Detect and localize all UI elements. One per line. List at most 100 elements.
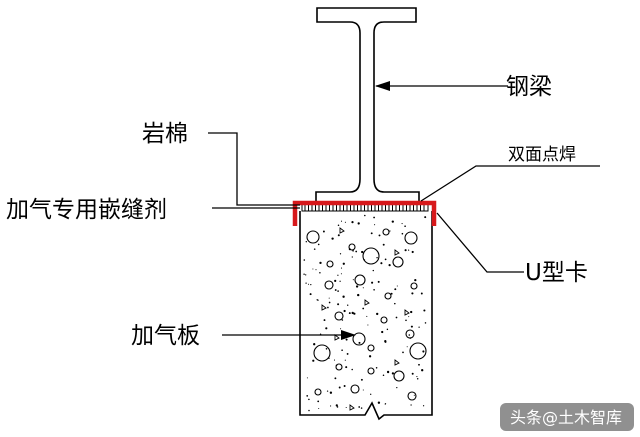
panel-aggregate <box>334 334 340 341</box>
arrow-steel-beam <box>375 81 390 91</box>
panel-speck <box>405 319 407 322</box>
label-steel-beam: 钢梁 <box>506 74 552 100</box>
panel-aggregate <box>349 404 355 411</box>
panel-speck <box>351 221 354 224</box>
panel-speck <box>388 264 391 267</box>
panel-speck <box>355 285 359 288</box>
panel-speck <box>318 407 320 410</box>
panel-speck <box>410 310 413 314</box>
panel-speck <box>408 316 410 318</box>
panel-speck <box>319 261 322 265</box>
panel-speck <box>366 315 368 317</box>
panel-speck <box>382 374 385 376</box>
panel-speck <box>404 249 407 252</box>
panel-speck <box>328 297 330 299</box>
panel-speck <box>389 230 391 232</box>
panel-pore <box>380 316 388 324</box>
panel-speck <box>422 405 425 407</box>
panel-speck <box>308 398 310 401</box>
watermark: 头条@土木智库 <box>500 403 634 431</box>
arrow-aerated-panel <box>341 330 356 340</box>
panel-speck <box>370 232 373 235</box>
panel-speck <box>326 390 329 392</box>
panel-speck <box>339 280 341 282</box>
panel-speck <box>401 232 404 235</box>
panel-speck <box>342 262 345 265</box>
panel-speck <box>337 274 339 276</box>
steel-beam-outline <box>315 7 420 205</box>
panel-speck <box>303 273 305 275</box>
panel-speck <box>380 262 383 265</box>
panel-speck <box>345 406 347 409</box>
panel-speck <box>357 222 360 225</box>
panel-speck <box>408 249 410 251</box>
panel-speck <box>420 292 423 295</box>
panel-speck <box>352 249 354 252</box>
panel-speck <box>364 214 366 217</box>
panel-speck <box>342 295 345 298</box>
panel-speck <box>416 376 418 378</box>
panel-speck <box>374 224 376 226</box>
panel-pore <box>392 256 404 268</box>
panel-pore <box>382 228 390 236</box>
panel-speck <box>340 273 342 275</box>
panel-speck <box>368 355 372 358</box>
panel-speck <box>312 268 314 270</box>
panel-speck <box>347 304 349 306</box>
panel-pore <box>393 370 405 382</box>
label-double-spot-weld: 双面点焊 <box>508 145 576 165</box>
panel-speck <box>339 253 342 255</box>
panel-speck <box>336 406 339 408</box>
leader-double-spot-weld <box>420 165 600 202</box>
panel-aggregate <box>339 227 345 234</box>
panel-speck <box>358 341 361 344</box>
panel-speck <box>341 349 343 351</box>
panel-speck <box>348 248 351 251</box>
panel-speck <box>351 311 354 315</box>
panel-speck <box>362 287 364 289</box>
panel-aggregate <box>394 359 400 366</box>
panel-speck <box>317 243 320 246</box>
panel-speck <box>334 289 337 291</box>
panel-speck <box>371 281 374 284</box>
panel-speck <box>337 303 340 306</box>
panel-speck <box>341 319 344 321</box>
panel-speck <box>360 378 363 381</box>
panel-speck <box>351 256 353 258</box>
panel-speck <box>378 234 381 237</box>
panel-speck <box>372 269 374 272</box>
panel-speck <box>340 220 343 222</box>
panel-speck <box>411 292 414 295</box>
panel-texture <box>303 214 427 412</box>
panel-speck <box>363 259 366 261</box>
panel-pore <box>314 388 322 396</box>
panel-pore <box>384 292 392 300</box>
panel-speck <box>307 283 310 285</box>
panel-speck <box>319 271 321 274</box>
panel-speck <box>414 278 417 282</box>
panel-speck <box>351 368 353 371</box>
panel-speck <box>410 404 412 406</box>
panel-speck <box>345 338 348 341</box>
panel-speck <box>391 372 395 375</box>
label-rock-wool: 岩棉 <box>142 121 188 147</box>
panel-speck <box>338 386 341 389</box>
panel-speck <box>313 248 316 250</box>
aerated-panel <box>299 211 433 421</box>
panel-speck <box>335 364 338 367</box>
panel-speck <box>348 312 351 315</box>
panel-speck <box>373 289 375 291</box>
panel-speck <box>343 309 346 313</box>
leader-u-clip <box>436 212 524 273</box>
panel-pore <box>362 247 380 265</box>
panel-speck <box>305 241 307 243</box>
panel-speck <box>411 250 414 254</box>
panel-speck <box>408 334 411 336</box>
panel-speck <box>358 406 361 408</box>
panel-speck <box>325 347 328 350</box>
panel-speck <box>362 389 364 391</box>
panel-speck <box>330 405 332 407</box>
panel-pore <box>334 311 344 321</box>
panel-speck <box>310 283 312 286</box>
panel-speck <box>308 409 310 412</box>
